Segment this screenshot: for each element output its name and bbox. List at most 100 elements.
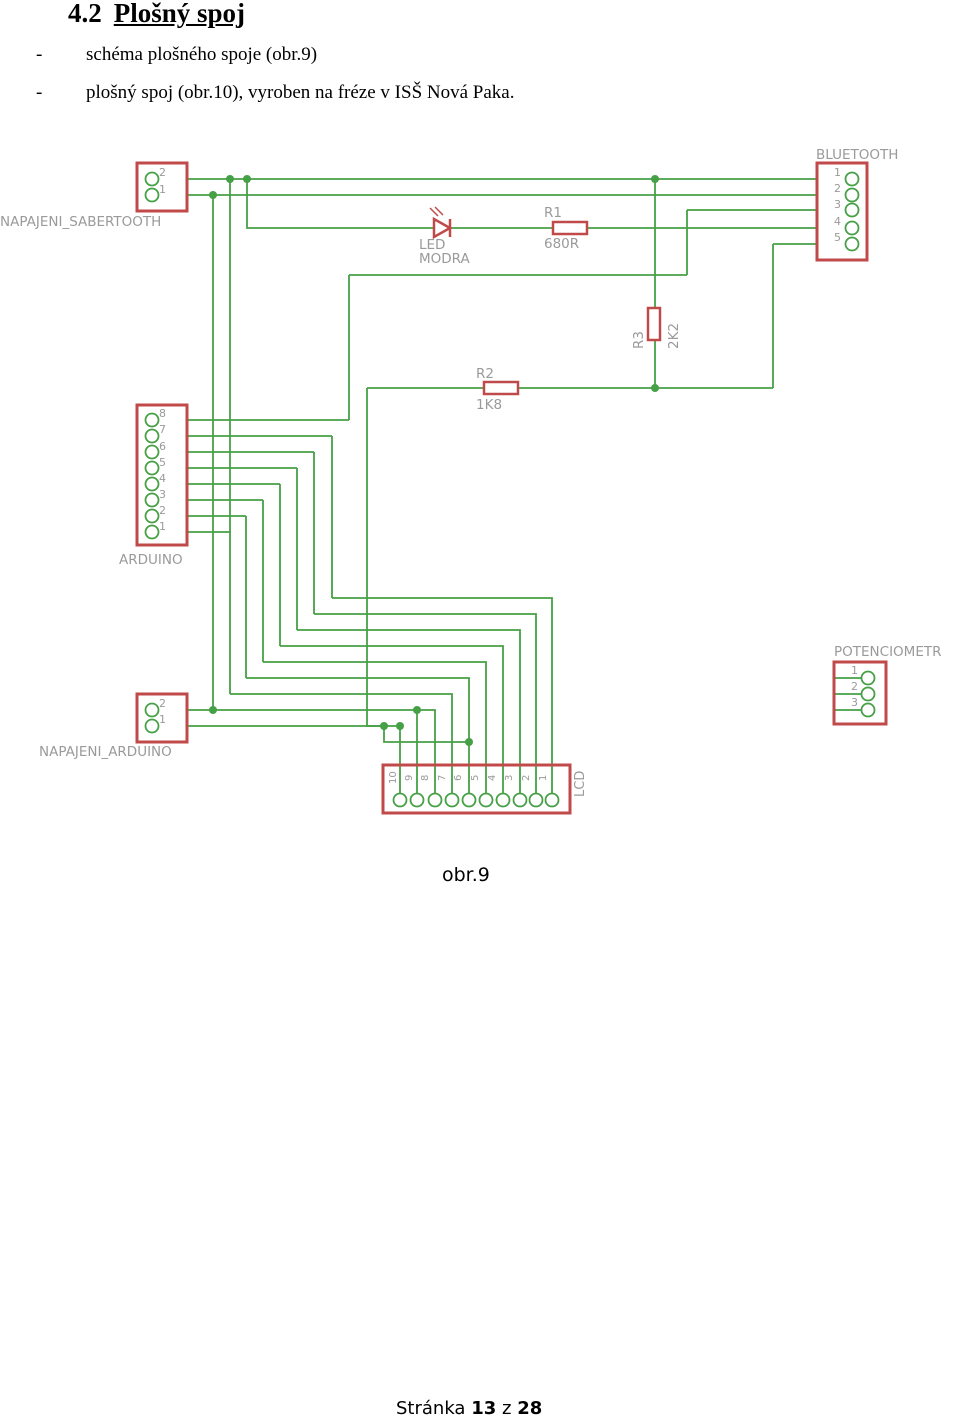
junctions — [209, 175, 659, 746]
pad — [844, 202, 860, 218]
pin-number: 3 — [834, 198, 841, 211]
lcd-outline — [381, 763, 572, 815]
r2-value: 1K8 — [476, 397, 502, 413]
pad — [392, 792, 408, 808]
bullet-dash: - — [36, 44, 43, 65]
pin-number: 3 — [504, 775, 515, 781]
footer-sep: z — [502, 1398, 512, 1419]
junction — [209, 706, 217, 714]
led-name: LED — [419, 237, 445, 253]
pin-number: 1 — [834, 166, 841, 179]
pin-number: 1 — [159, 183, 166, 196]
r3-symbol — [646, 306, 662, 342]
pin-number: 5 — [470, 775, 481, 781]
junction — [413, 706, 421, 714]
pad — [144, 187, 160, 203]
r1-name: R1 — [544, 205, 562, 221]
r2-symbol — [482, 380, 520, 396]
pad — [860, 702, 876, 718]
r3-value: 2K2 — [666, 323, 682, 349]
pin-number: 1 — [159, 520, 166, 533]
section-number: 4.2 — [68, 0, 102, 28]
pad — [844, 236, 860, 252]
pad — [860, 686, 876, 702]
pin-number: 3 — [851, 696, 858, 709]
pin-number: 7 — [437, 775, 448, 781]
pad — [144, 508, 160, 524]
components: NAPAJENI_SABERTOOTH BLUETOOTH ARDUINO NA… — [0, 147, 941, 815]
wire — [246, 179, 434, 229]
pin-number: 4 — [834, 215, 841, 228]
napajeni-sabertooth-outline — [135, 161, 189, 213]
wires — [187, 178, 861, 794]
pad — [860, 670, 876, 686]
pcb-schematic: NAPAJENI_SABERTOOTH BLUETOOTH ARDUINO NA… — [0, 147, 941, 815]
pad — [144, 428, 160, 444]
bullet-item-1: - schéma plošného spoje (obr.9) — [36, 44, 317, 66]
pad — [144, 492, 160, 508]
led-value: MODRA — [419, 251, 471, 267]
junction — [396, 722, 404, 730]
pad — [512, 792, 528, 808]
pin-number: 2 — [159, 504, 166, 517]
pad — [444, 792, 460, 808]
label-lcd: LCD — [573, 771, 588, 797]
pad — [495, 792, 511, 808]
footer-page: 13 — [471, 1398, 497, 1419]
bullet-text: schéma plošného spoje (obr.9) — [86, 44, 318, 65]
pin-number: 7 — [159, 423, 166, 436]
bullet-text: plošný spoj (obr.10), vyroben na fréze v… — [86, 82, 515, 103]
wire — [280, 645, 504, 788]
pad — [461, 792, 477, 808]
pad — [409, 792, 425, 808]
pad — [144, 524, 160, 540]
pad — [144, 171, 160, 187]
wire — [187, 709, 436, 788]
pin-number: 8 — [159, 407, 166, 420]
pad — [544, 792, 560, 808]
junction — [243, 175, 251, 183]
bullet-dash: - — [36, 82, 43, 103]
wire — [230, 693, 453, 788]
pin-number: 2 — [521, 775, 532, 781]
label-bluetooth: BLUETOOTH — [816, 147, 898, 163]
pin-number: 2 — [159, 697, 166, 710]
pad — [144, 718, 160, 734]
wire — [246, 677, 470, 788]
pin-number: 10 — [388, 771, 399, 784]
pin-number: 2 — [834, 182, 841, 195]
pad — [144, 476, 160, 492]
r3-name: R3 — [631, 331, 647, 349]
pad — [427, 792, 443, 808]
wire — [263, 661, 487, 788]
label-arduino: ARDUINO — [119, 552, 183, 568]
pin-number: 4 — [159, 472, 166, 485]
junction — [226, 175, 234, 183]
pin-number: 2 — [159, 166, 166, 179]
pad — [844, 220, 860, 236]
pad — [144, 460, 160, 476]
r1-value: 680R — [544, 236, 579, 252]
pads — [144, 171, 876, 808]
pad — [844, 171, 860, 187]
bluetooth-outline — [815, 161, 869, 262]
pin-number: 3 — [159, 488, 166, 501]
r1-symbol — [551, 220, 589, 236]
pin-number: 5 — [834, 231, 841, 244]
pad — [478, 792, 494, 808]
pin-number: 2 — [851, 680, 858, 693]
pin-number: 5 — [159, 456, 166, 469]
pin-number: 4 — [487, 775, 498, 781]
wire — [366, 388, 400, 727]
bullet-item-2: - plošný spoj (obr.10), vyroben na fréze … — [36, 82, 514, 104]
pad — [144, 412, 160, 428]
wire — [383, 726, 469, 743]
wire — [314, 613, 537, 788]
junction — [651, 384, 659, 392]
pin-number: 8 — [420, 775, 431, 781]
label-napajeni-sabertooth: NAPAJENI_SABERTOOTH — [0, 214, 161, 230]
r2-name: R2 — [476, 366, 494, 382]
footer-total: 28 — [517, 1398, 543, 1419]
pin-number: 1 — [159, 713, 166, 726]
